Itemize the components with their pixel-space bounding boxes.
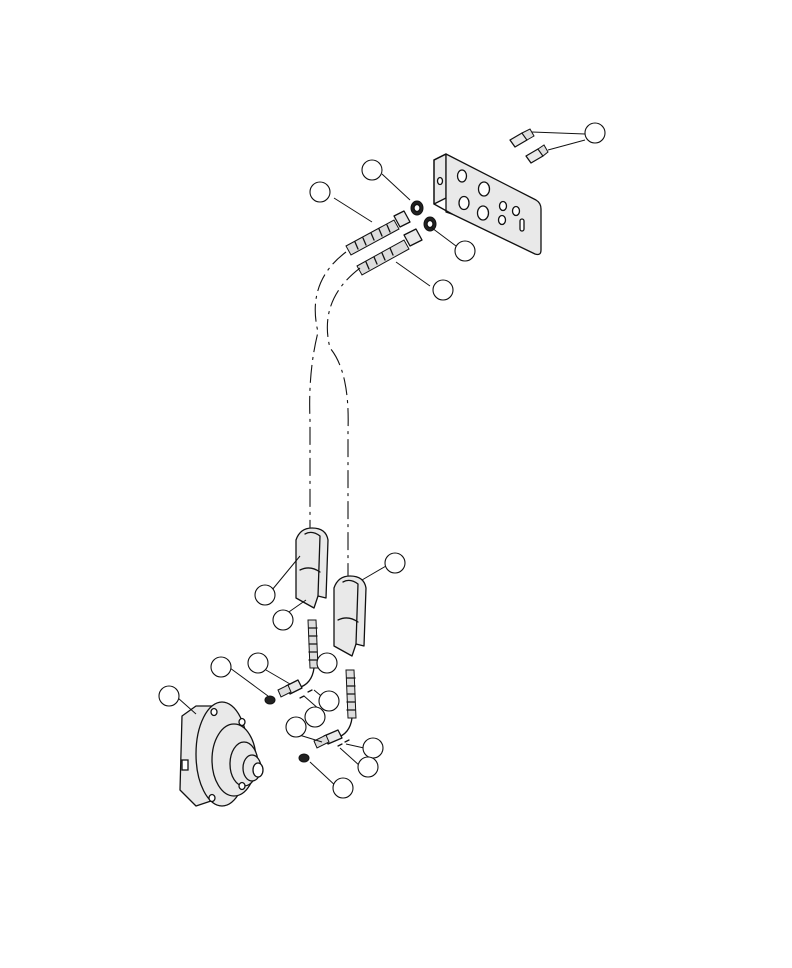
callout-circle [309, 181, 331, 203]
hose-centerlines [309, 251, 361, 580]
callout-circle [254, 584, 276, 606]
hose-guard-left [295, 527, 329, 609]
callout-circle [210, 656, 232, 678]
callout-circles [158, 122, 606, 799]
callout-circle [316, 652, 338, 674]
callout-circle [357, 756, 379, 778]
elbow-fittings [509, 128, 549, 164]
callout-circle [584, 122, 606, 144]
mounting-bracket [433, 153, 542, 256]
callout-circle [304, 706, 326, 728]
callout-circle [285, 716, 307, 738]
callout-circle [362, 737, 384, 759]
hydraulic-motor [179, 701, 264, 807]
threaded-fittings-top [345, 200, 437, 276]
callout-circle [361, 159, 383, 181]
callout-circle [384, 552, 406, 574]
callout-circle [332, 777, 354, 799]
callout-circle [272, 609, 294, 631]
callout-circle [247, 652, 269, 674]
callout-circle [158, 685, 180, 707]
callout-circle [432, 279, 454, 301]
callout-circle [318, 690, 340, 712]
callout-circle [454, 240, 476, 262]
hose-guard-right [333, 575, 367, 657]
hose-ends [297, 619, 357, 739]
